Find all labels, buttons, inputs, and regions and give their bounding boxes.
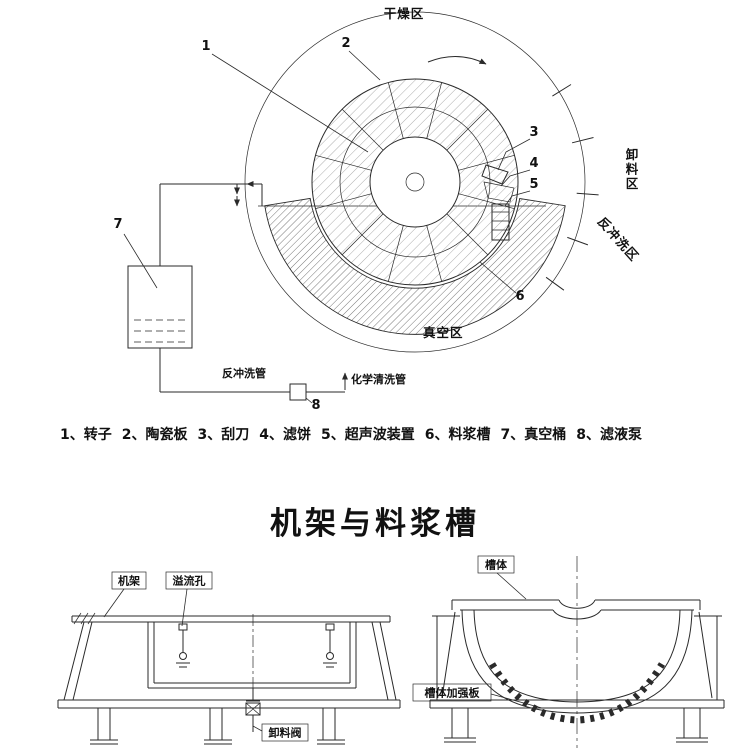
reinforce-label-leader bbox=[490, 693, 543, 709]
frame-feet bbox=[90, 708, 345, 745]
valve-pipe bbox=[246, 688, 260, 732]
zone-boundary-ticks bbox=[545, 84, 599, 291]
overflow-bob-left bbox=[179, 652, 187, 660]
legend-item-7: 7、真空桶 bbox=[500, 427, 567, 443]
reinforce-label-box bbox=[412, 683, 492, 702]
frame-label: 机架 bbox=[118, 574, 140, 588]
frame-bottom-beam bbox=[57, 699, 401, 709]
tank-label-leader bbox=[496, 572, 527, 600]
overflow-fittings bbox=[176, 623, 337, 668]
frame-label-box bbox=[111, 571, 147, 590]
parts-legend: 1、转子 2、陶瓷板 3、刮刀 4、滤饼 5、超声波装置 6、料浆槽 7、真空桶… bbox=[60, 424, 720, 444]
rim-end-hatch bbox=[73, 612, 96, 625]
frame-side-view: 机架 溢流孔 卸料阀 bbox=[57, 571, 401, 745]
chemical-pipe-label: 化学清洗管 bbox=[351, 372, 406, 386]
callout-3: 3 bbox=[529, 125, 538, 140]
callout-2: 2 bbox=[341, 36, 350, 51]
legend-item-8: 8、滤液泵 bbox=[576, 427, 642, 443]
callout-8: 8 bbox=[311, 398, 320, 413]
rim-notch bbox=[552, 599, 602, 620]
disc-hub bbox=[369, 136, 461, 228]
disc-spokes bbox=[315, 82, 515, 282]
ultrasonic-device bbox=[491, 203, 510, 241]
legend-item-2: 2、陶瓷板 bbox=[121, 427, 188, 443]
discharge-valve bbox=[245, 688, 261, 732]
ultrasonic-plates bbox=[492, 211, 509, 231]
disc-filter-schematic: 1 2 3 4 5 6 7 8 干燥区 卸料区 反冲洗区 真空区 反冲洗管 化学… bbox=[113, 6, 642, 413]
scraper-assembly bbox=[481, 164, 515, 241]
overflow-label: 溢流孔 bbox=[173, 574, 206, 588]
barrel-liquid-levels bbox=[134, 319, 186, 343]
callout-5: 5 bbox=[529, 177, 538, 192]
legend-item-4: 4、滤饼 bbox=[259, 427, 311, 443]
frame-label-leader bbox=[103, 588, 125, 618]
frame-legs bbox=[63, 621, 397, 701]
zone-vacuum-label: 真空区 bbox=[423, 325, 464, 340]
tank-label: 槽体 bbox=[485, 558, 508, 572]
callout-4: 4 bbox=[529, 156, 538, 171]
callout-1: 1 bbox=[201, 39, 210, 54]
rotation-arrow bbox=[427, 56, 487, 65]
vacuum-barrel bbox=[127, 265, 193, 349]
tank-label-box bbox=[477, 555, 515, 574]
callout-6: 6 bbox=[515, 289, 524, 304]
reinforce-label: 槽体加强板 bbox=[425, 686, 481, 700]
legend-item-6: 6、料浆槽 bbox=[424, 427, 491, 443]
legend-item-3: 3、刮刀 bbox=[197, 427, 250, 443]
pipework bbox=[159, 183, 345, 393]
valve-label: 卸料阀 bbox=[269, 726, 302, 740]
filter-housing-circle bbox=[244, 11, 586, 353]
zone-discharge-label: 卸料区 bbox=[624, 147, 639, 192]
callout-leaders bbox=[123, 50, 531, 404]
legend-item-1: 1、转子 bbox=[60, 427, 112, 443]
legend-item-5: 5、超声波装置 bbox=[321, 427, 415, 443]
valve-label-leader bbox=[252, 725, 263, 732]
tank-body-sideview bbox=[147, 622, 357, 689]
scraper-blade bbox=[481, 164, 509, 185]
tank-section-view: 槽体 槽体加强板 bbox=[412, 555, 725, 748]
filtrate-pump bbox=[289, 383, 307, 401]
slurry-tank-crescent bbox=[264, 197, 566, 335]
tank-bowl-outer bbox=[461, 609, 693, 714]
overflow-label-leader bbox=[181, 588, 188, 627]
filter-cake bbox=[483, 181, 515, 203]
disc-center bbox=[405, 172, 425, 192]
callout-7: 7 bbox=[113, 217, 122, 232]
disc-mid-ring bbox=[339, 106, 491, 258]
valve-body bbox=[245, 702, 261, 716]
tank-bowl-inner bbox=[473, 609, 681, 703]
zone-backwash-label: 反冲洗区 bbox=[595, 214, 642, 264]
tank-rim bbox=[451, 599, 701, 611]
cradle-frame bbox=[429, 611, 725, 709]
valve-label-box bbox=[261, 723, 309, 742]
valve-cross bbox=[245, 702, 261, 716]
overflow-bob-right bbox=[326, 652, 334, 660]
cradle-feet bbox=[444, 708, 708, 743]
backwash-pipe-label: 反冲洗管 bbox=[222, 366, 266, 380]
overflow-label-box bbox=[165, 571, 213, 590]
frame-top-rim bbox=[71, 615, 391, 623]
zone-drying-label: 干燥区 bbox=[384, 6, 425, 21]
section-title: 机架与料浆槽 bbox=[270, 506, 480, 542]
